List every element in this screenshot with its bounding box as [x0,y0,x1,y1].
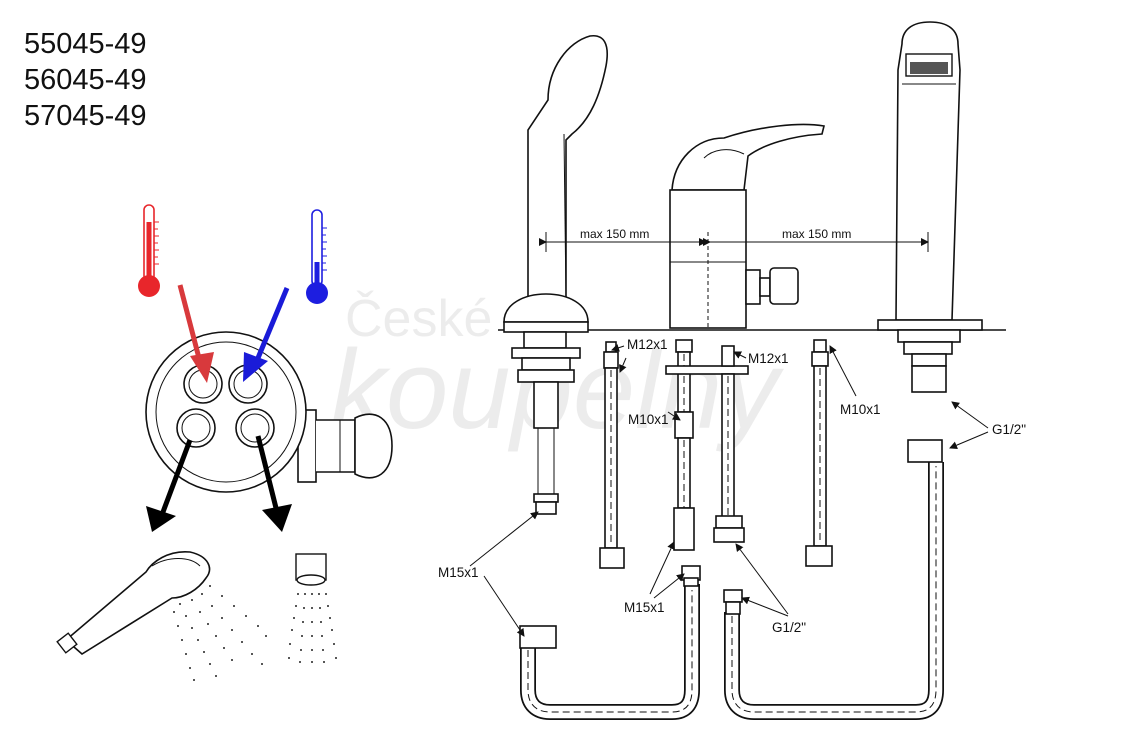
connection-hoses [519,439,944,720]
mixer-hoses [599,339,833,569]
label-m10x1: M10x1 [628,412,669,427]
dimension-lines [539,232,929,330]
label-m15x1: M15x1 [438,565,479,580]
hand-shower-holder [503,35,608,515]
thermometer-hot-icon [138,204,160,297]
label-m15x1: M15x1 [624,600,665,615]
watermark-line1: České [345,290,492,348]
dimension-label-right: max 150 mm [782,227,851,241]
spout-outlet-arrow [255,435,292,532]
label-m10x1: M10x1 [840,402,881,417]
label-g12: G1/2" [992,422,1026,437]
model-code: 55045-49 [24,28,147,60]
model-code: 57045-49 [24,100,147,132]
model-code: 56045-49 [24,64,147,96]
label-m12x1: M12x1 [748,351,789,366]
aerator-icon [288,553,337,663]
hand-shower-icon [56,551,267,681]
model-codes: 55045-49 56045-49 57045-49 [24,26,147,134]
thermometer-cold-icon [306,209,328,304]
hot-inlet-arrow [177,284,214,383]
label-m12x1: M12x1 [627,337,668,352]
cold-inlet-arrow [243,287,290,382]
leader-lines [469,343,989,637]
hand-shower-outlet-arrow [146,439,193,532]
dimension-label-left: max 150 mm [580,227,649,241]
label-g12: G1/2" [772,620,806,635]
bath-spout [877,21,983,393]
